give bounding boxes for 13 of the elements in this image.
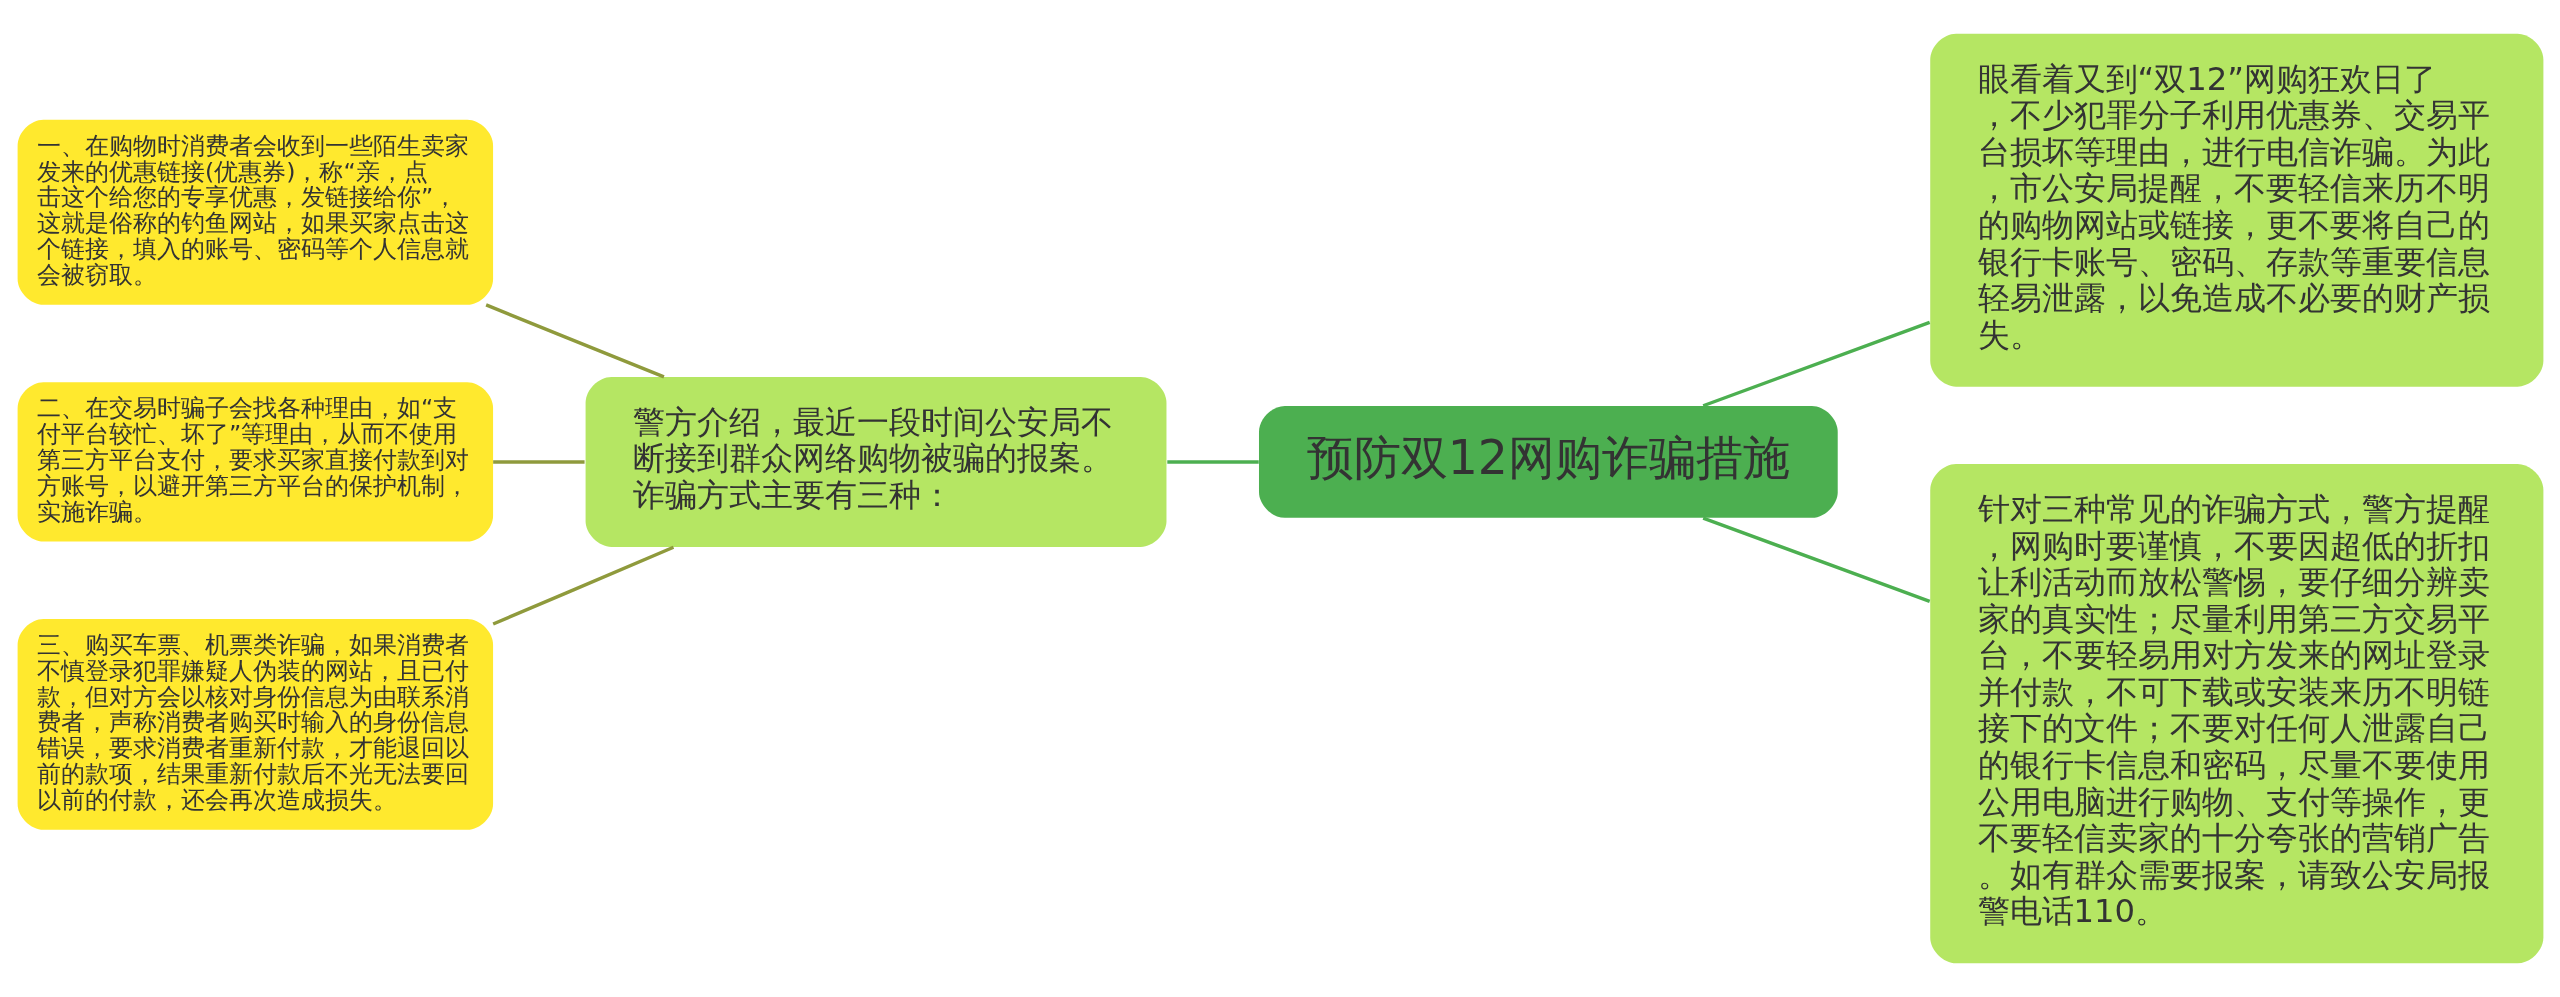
connector <box>492 460 585 464</box>
node-box: 眼看着又到“双12”网购狂欢日了，不少犯罪分子利用优惠券、交易平台损坏等理由，进行电信诈骗。为此，市公安局提醒，不要轻信来历不明的购物网站或链接，更不要将自己的银行卡账号、密码、存款等重要信息轻易泄露，以免造成不必要的财产损失。 <box>1929 33 2543 387</box>
node-box: 二、在交易时骗子会找各种理由，如“支付平台较忙、坏了”等理由，从而不使用第三方平台支付，要求买家直接付款到对方账号，以避开第三方平台的保护机制，实施诈骗。 <box>17 382 493 542</box>
connector <box>492 545 674 626</box>
connector <box>1702 516 1930 604</box>
node-box: 预防双12网购诈骗措施 <box>1258 406 1838 518</box>
node-box: 一、在购物时消费者会收到一些陌生卖家发来的优惠链接(优惠券)，称“亲，点击这个给您的专享优惠，发链接给你”，这就是俗称的钓鱼网站，如果买家点击这个链接，填入的账号、密码等个人信息就会被窃取。 <box>17 119 493 305</box>
node-box: 三、购买车票、机票类诈骗，如果消费者不慎登录犯罪嫌疑人伪装的网站，且已付款，但对方会以核对身份信息为由联系消费者，声称消费者购买时输入的身份信息错误，要求消费者重新付款，才能退回以前的款项，结果重新付款后不光无法要回以前的付款，还会再次造成损失。 <box>17 619 493 830</box>
connector <box>484 303 665 379</box>
connector <box>1166 460 1259 464</box>
node-box: 警方介绍，最近一段时间公安局不断接到群众网络购物被骗的报案。诈骗方式主要有三种： <box>585 376 1166 547</box>
connector <box>1702 320 1930 408</box>
node-box: 针对三种常见的诈骗方式，警方提醒，网购时要谨慎，不要因超低的折扣让利活动而放松警惕，要仔细分辨卖家的真实性；尽量利用第三方交易平台，不要轻易用对方发来的网址登录并付款，不可下载或安装来历不明链接下的文件；不要对任何人泄露自己的银行卡信息和密码，尽量不要使用公用电脑进行购物、支付等操作，更不要轻信卖家的十分夸张的营销广告。如有群众需要报案，请致公安局报警电话110。 <box>1929 464 2543 964</box>
